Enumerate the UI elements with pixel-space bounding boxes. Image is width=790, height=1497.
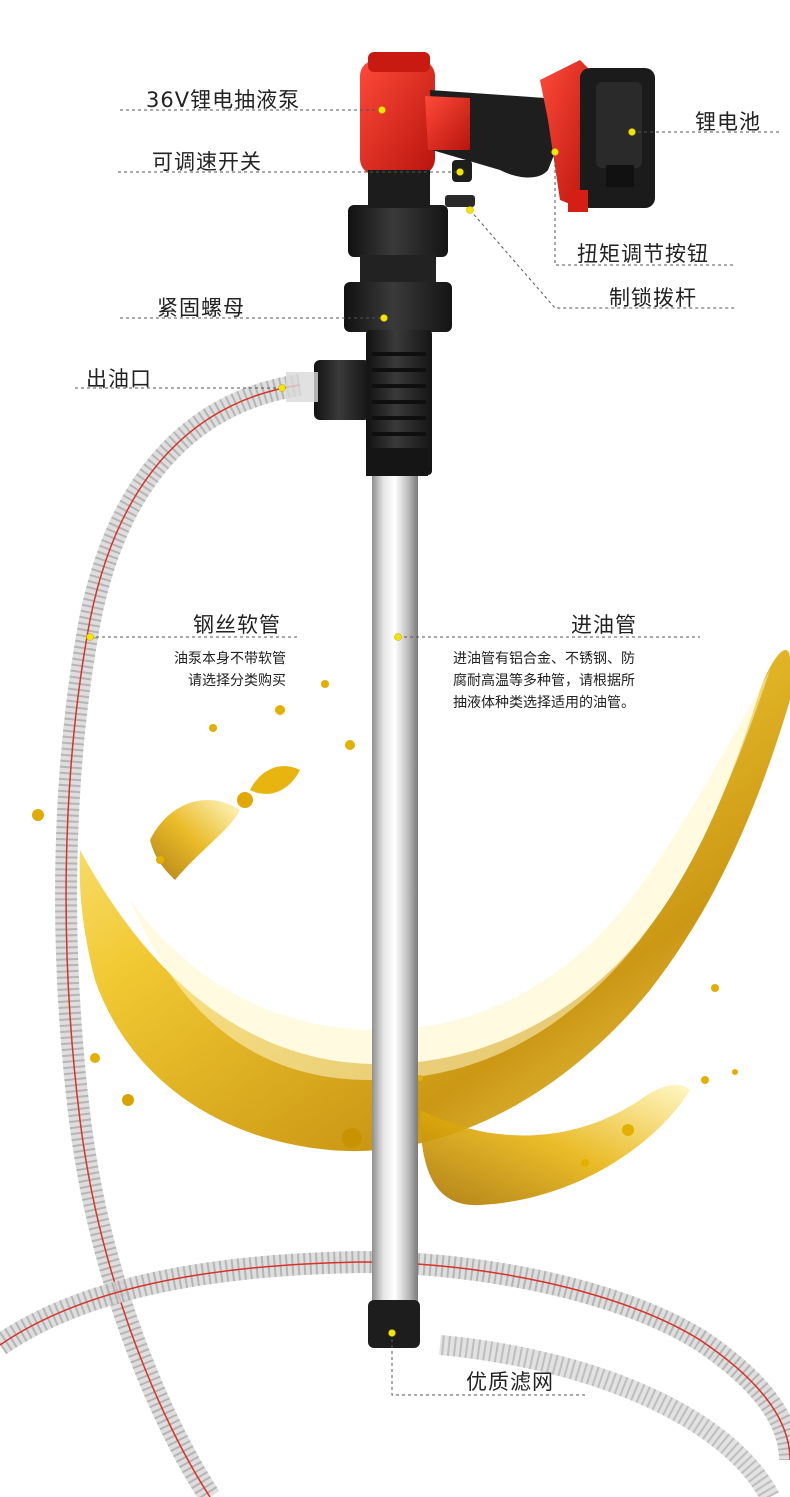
steel-wire-hose: [0, 374, 790, 1497]
callout-hose: 钢丝软管: [193, 613, 281, 637]
hose-note-line: 请选择分类购买: [188, 673, 286, 689]
inlet-note-line: 进油管有铝合金、不锈钢、防: [453, 651, 635, 667]
callout-inlet: 进油管: [571, 613, 637, 637]
callout-battery: 锂电池: [695, 110, 761, 134]
inlet-note: 进油管有铝合金、不锈钢、防 腐耐高温等多种管，请根据所 抽液体种类选择适用的油管…: [453, 648, 635, 714]
marker-dot: [378, 106, 386, 114]
marker-dot: [551, 148, 559, 156]
marker-dot: [394, 633, 402, 641]
marker-dot: [86, 633, 94, 641]
callout-lock: 制锁拨杆: [609, 286, 697, 310]
pump-head: [286, 205, 452, 476]
marker-dots: [86, 106, 636, 1337]
callout-torque: 扭矩调节按钮: [577, 242, 709, 266]
callout-filter: 优质滤网: [466, 1370, 554, 1394]
marker-dot: [628, 128, 636, 136]
oil-splash: [32, 650, 790, 1206]
callout-outlet: 出油口: [86, 367, 152, 391]
marker-dot: [380, 314, 388, 322]
intake-tube: [368, 470, 420, 1348]
leader-lines: [75, 109, 780, 1396]
hose-note-line: 油泵本身不带软管: [174, 651, 286, 667]
inlet-note-line: 腐耐高温等多种管，请根据所: [453, 673, 635, 689]
marker-dot: [388, 1329, 396, 1337]
marker-dot: [278, 384, 286, 392]
callout-switch: 可调速开关: [152, 150, 262, 174]
marker-dot: [466, 206, 474, 214]
inlet-note-line: 抽液体种类选择适用的油管。: [453, 695, 635, 711]
motor-drill: [360, 52, 590, 210]
callout-pump: 36V锂电抽液泵: [146, 88, 301, 112]
hose-note: 油泵本身不带软管 请选择分类购买: [140, 648, 286, 692]
callout-nut: 紧固螺母: [157, 296, 245, 320]
battery-pack: [568, 68, 655, 212]
marker-dot: [456, 168, 464, 176]
